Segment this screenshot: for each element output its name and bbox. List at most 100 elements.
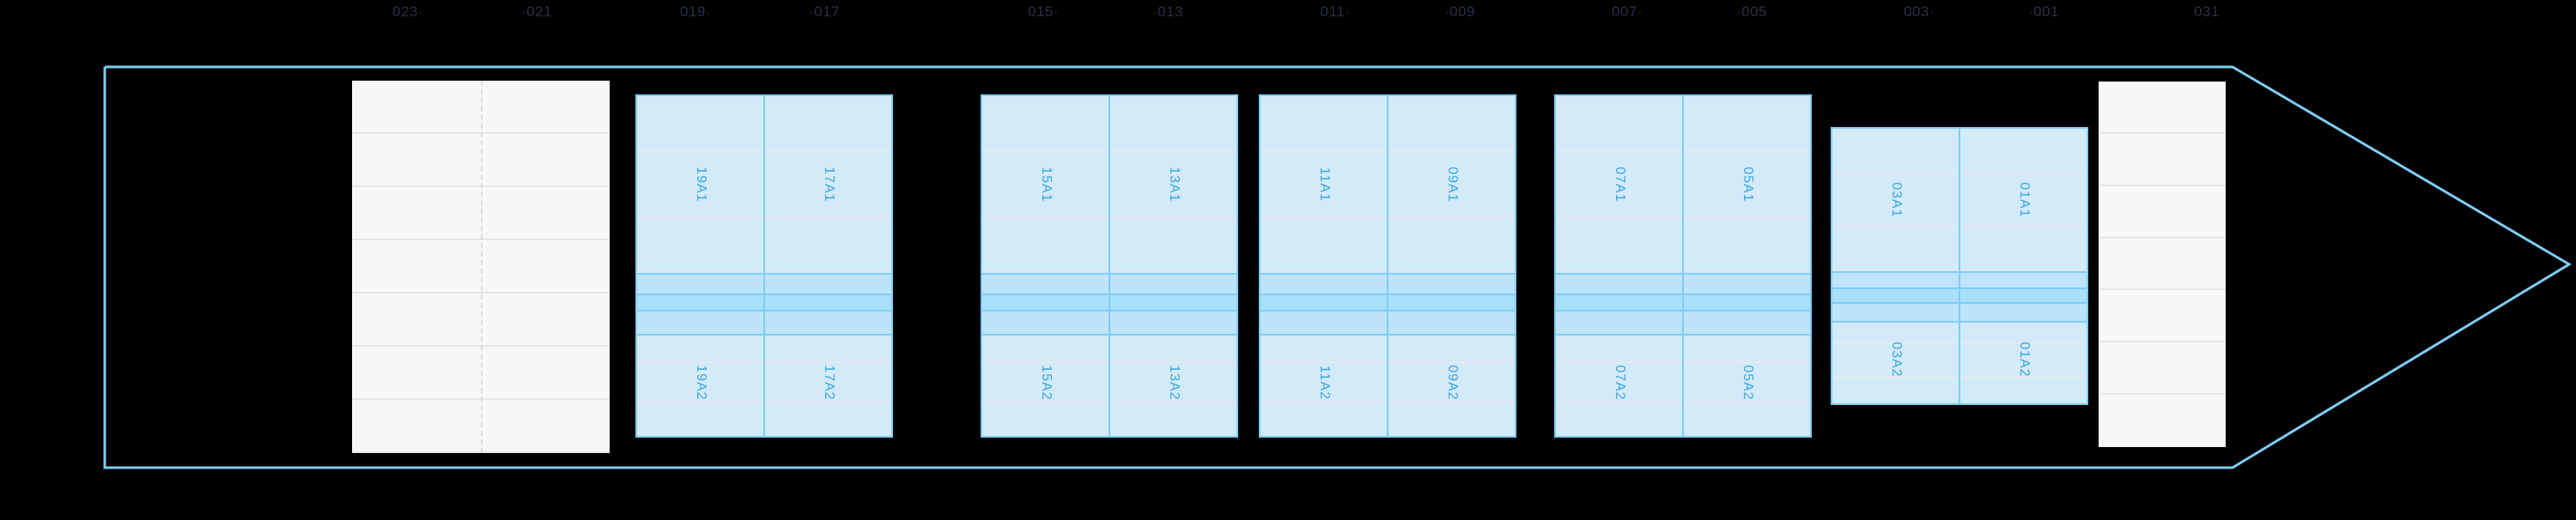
- deck-band-strip[interactable]: [1110, 310, 1236, 336]
- bay-03-01[interactable]: 03A1 03A2 01A1 01A2: [1831, 127, 2088, 405]
- container-cell[interactable]: [1388, 218, 1515, 273]
- bay-column-003[interactable]: 03A1 03A2: [1832, 129, 1959, 403]
- deck-band-strip[interactable]: [1388, 310, 1515, 336]
- container-cell[interactable]: 15A1: [982, 152, 1109, 219]
- container-cell[interactable]: 19A2: [637, 362, 763, 404]
- container-cell[interactable]: [1556, 218, 1682, 273]
- container-cell[interactable]: [1832, 227, 1959, 272]
- container-cell[interactable]: [982, 403, 1109, 436]
- container-cell[interactable]: [1261, 403, 1387, 436]
- container-cell[interactable]: 11A2: [1261, 362, 1387, 404]
- container-cell[interactable]: [637, 218, 763, 273]
- container-cell[interactable]: [1832, 322, 1959, 345]
- deck-band-strip[interactable]: [1261, 310, 1387, 336]
- bay-column-009[interactable]: 09A1 09A2: [1387, 96, 1515, 436]
- container-cell[interactable]: [1388, 96, 1515, 153]
- deck-band-strip[interactable]: [1261, 272, 1387, 295]
- container-cell[interactable]: [1261, 336, 1387, 363]
- deck-band-strip[interactable]: [1832, 289, 1959, 302]
- deck-band-strip[interactable]: [765, 310, 891, 336]
- container-cell[interactable]: [637, 403, 763, 436]
- container-cell[interactable]: [1960, 227, 2087, 272]
- container-cell[interactable]: [1960, 322, 2087, 345]
- deck-band-strip[interactable]: [1832, 271, 1959, 290]
- container-cell[interactable]: 13A2: [1110, 362, 1236, 404]
- container-cell[interactable]: 05A2: [1684, 362, 1810, 404]
- deck-band-strip[interactable]: [1110, 294, 1236, 311]
- container-cell[interactable]: [1110, 218, 1236, 273]
- container-cell[interactable]: 09A1: [1388, 152, 1515, 219]
- container-cell[interactable]: [1960, 129, 2087, 174]
- container-cell[interactable]: [765, 403, 891, 436]
- container-cell[interactable]: 09A2: [1388, 362, 1515, 404]
- container-cell[interactable]: 11A1: [1261, 152, 1387, 219]
- deck-band-strip[interactable]: [982, 294, 1109, 311]
- deck-band-strip[interactable]: [765, 294, 891, 311]
- container-cell[interactable]: 05A1: [1684, 152, 1810, 219]
- container-cell[interactable]: 03A1: [1832, 173, 1959, 228]
- deck-band-strip[interactable]: [1684, 310, 1810, 336]
- container-cell[interactable]: 19A1: [637, 152, 763, 219]
- bay-column-013[interactable]: 13A1 13A2: [1109, 96, 1236, 436]
- container-cell[interactable]: [637, 96, 763, 153]
- deck-band-strip[interactable]: [1110, 272, 1236, 295]
- deck-band-strip[interactable]: [1960, 289, 2087, 302]
- container-cell[interactable]: [982, 96, 1109, 153]
- deck-band-strip[interactable]: [1556, 294, 1682, 311]
- bay-column-011[interactable]: 11A1 11A2: [1261, 96, 1387, 436]
- deck-band-strip[interactable]: [1556, 310, 1682, 336]
- container-cell[interactable]: [765, 336, 891, 363]
- deck-band-strip[interactable]: [1684, 294, 1810, 311]
- container-cell[interactable]: [765, 96, 891, 153]
- container-cell[interactable]: [1110, 403, 1236, 436]
- container-cell[interactable]: [1684, 403, 1810, 436]
- container-cell[interactable]: [1684, 96, 1810, 153]
- deck-band-strip[interactable]: [982, 310, 1109, 336]
- container-cell[interactable]: 01A1: [1960, 173, 2087, 228]
- container-cell[interactable]: [982, 336, 1109, 363]
- container-cell[interactable]: [1684, 336, 1810, 363]
- aft-block[interactable]: [352, 81, 610, 453]
- deck-band-strip[interactable]: [1684, 272, 1810, 295]
- container-cell[interactable]: [1556, 96, 1682, 153]
- container-cell[interactable]: 01A2: [1960, 342, 2087, 378]
- deck-band-strip[interactable]: [1388, 294, 1515, 311]
- container-cell[interactable]: [1832, 129, 1959, 174]
- container-cell[interactable]: [637, 336, 763, 363]
- container-cell[interactable]: [1832, 377, 1959, 403]
- bay-column-019[interactable]: 19A1 19A2: [637, 96, 763, 436]
- container-cell[interactable]: [1556, 403, 1682, 436]
- bay-19-17[interactable]: 19A1 19A2 17A1 17A2: [635, 94, 893, 438]
- container-cell[interactable]: 07A2: [1556, 362, 1682, 404]
- deck-band-strip[interactable]: [1832, 301, 1959, 323]
- container-cell[interactable]: [1110, 336, 1236, 363]
- deck-band-strip[interactable]: [637, 310, 763, 336]
- container-cell[interactable]: [1388, 403, 1515, 436]
- bay-column-005[interactable]: 05A1 05A2: [1682, 96, 1810, 436]
- container-cell[interactable]: [982, 218, 1109, 273]
- container-cell[interactable]: [1960, 377, 2087, 403]
- container-cell[interactable]: [1556, 336, 1682, 363]
- deck-band-strip[interactable]: [1960, 301, 2087, 323]
- deck-band-strip[interactable]: [765, 272, 891, 295]
- deck-band-strip[interactable]: [1960, 271, 2087, 290]
- deck-band-strip[interactable]: [637, 272, 763, 295]
- container-cell[interactable]: [1684, 218, 1810, 273]
- container-cell[interactable]: [1261, 218, 1387, 273]
- deck-band-strip[interactable]: [982, 272, 1109, 295]
- bay-column-017[interactable]: 17A1 17A2: [763, 96, 891, 436]
- bay-11-09[interactable]: 11A1 11A2 09A1 09A2: [1259, 94, 1516, 438]
- container-cell[interactable]: 17A2: [765, 362, 891, 404]
- forward-block[interactable]: [2099, 82, 2226, 447]
- container-cell[interactable]: 03A2: [1832, 342, 1959, 378]
- container-cell[interactable]: 17A1: [765, 152, 891, 219]
- deck-band-strip[interactable]: [1261, 294, 1387, 311]
- deck-band-strip[interactable]: [637, 294, 763, 311]
- container-cell[interactable]: [765, 218, 891, 273]
- container-cell[interactable]: 13A1: [1110, 152, 1236, 219]
